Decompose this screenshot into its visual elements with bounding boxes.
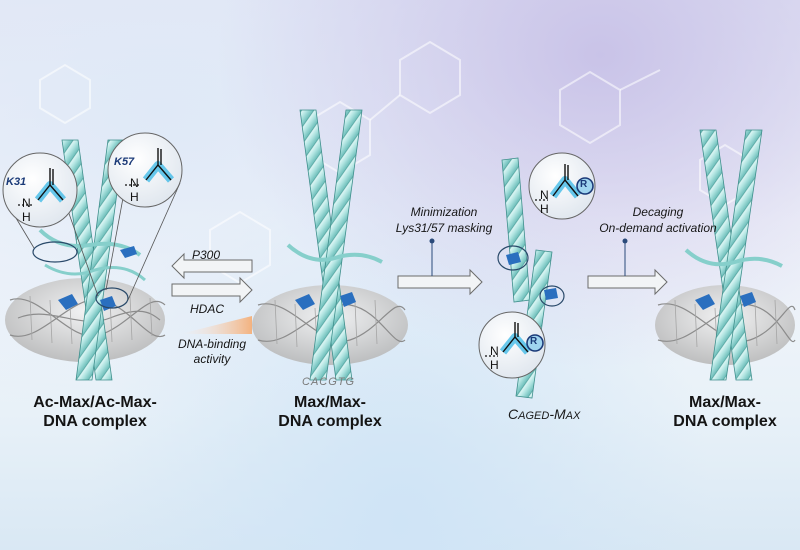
dna-binding-activity-label: DNA-binding activity — [170, 337, 254, 367]
decage-line2: On-demand activation — [599, 221, 717, 235]
caged-top-h-atom: H — [540, 202, 549, 216]
caption-ac-max-line1: Ac-Max/Ac-Max- — [33, 394, 157, 411]
activity-line2: activity — [193, 352, 231, 366]
k31-site-ring — [32, 241, 78, 263]
caged-aged: AGED — [518, 410, 550, 422]
caged-k-bubble-top — [528, 152, 596, 220]
caged-bottom-r-group: R — [530, 336, 538, 347]
k57-label: K57 — [114, 156, 135, 168]
activity-gradient-wedge — [180, 316, 252, 334]
caption-max-line2: DNA complex — [278, 413, 382, 430]
k31-acetyl-bubble — [2, 152, 78, 228]
caption-max-line1: Max/Max- — [293, 394, 367, 411]
caption-max: Max/Max- DNA complex — [270, 393, 390, 431]
dna-sequence-label: CACGTG — [302, 376, 356, 388]
caption-max-restored: Max/Max- DNA complex — [665, 393, 785, 431]
mask-line2: Lys31/57 masking — [395, 221, 493, 235]
caged-top-r-group: R — [580, 179, 588, 190]
caption-ac-max: Ac-Max/Ac-Max- DNA complex — [20, 393, 170, 431]
activity-line1: DNA-binding — [177, 337, 247, 351]
caged-bottom-n-atom: N — [490, 344, 499, 358]
caged-ax: AX — [565, 410, 581, 422]
decaging-arrow — [587, 238, 668, 296]
caged-top-n-atom: N — [540, 188, 549, 202]
panel-max-complex — [252, 109, 408, 381]
caged-dash: - — [549, 406, 554, 422]
panel-ac-max-complex — [2, 132, 183, 381]
hdac-reverse-arrow — [171, 252, 253, 280]
panel-max-complex-restored — [655, 129, 796, 381]
p300-label: P300 — [192, 248, 221, 262]
caption-max-restored-line2: DNA complex — [673, 413, 777, 430]
k57-acetyl-bubble — [107, 132, 183, 208]
decaging-label: Decaging On-demand activation — [592, 204, 724, 236]
masking-label: Minimization Lys31/57 masking — [384, 204, 504, 236]
decage-line1: Decaging — [632, 205, 684, 219]
hdac-label: HDAC — [190, 302, 225, 316]
caption-ac-max-line2: DNA complex — [43, 413, 147, 430]
k31-n-atom: N — [22, 196, 31, 210]
mask-line1: Minimization — [410, 205, 478, 219]
k57-h-atom: H — [130, 190, 139, 204]
caged-k-bubble-bottom — [478, 311, 546, 379]
k57-n-atom: N — [130, 176, 139, 190]
caged-c: C — [508, 406, 519, 422]
k31-h-atom: H — [22, 210, 31, 224]
masking-arrow — [397, 238, 483, 296]
k57-site-ring — [95, 287, 129, 309]
caged-m: M — [553, 406, 566, 422]
p300-forward-arrow — [171, 276, 253, 304]
k31-label: K31 — [6, 176, 27, 188]
caged-bottom-h-atom: H — [490, 358, 499, 372]
caption-max-restored-line1: Max/Max- — [688, 394, 762, 411]
caged-max-label: CAGED-MAX — [508, 406, 580, 422]
panel-caged-max — [478, 152, 596, 399]
